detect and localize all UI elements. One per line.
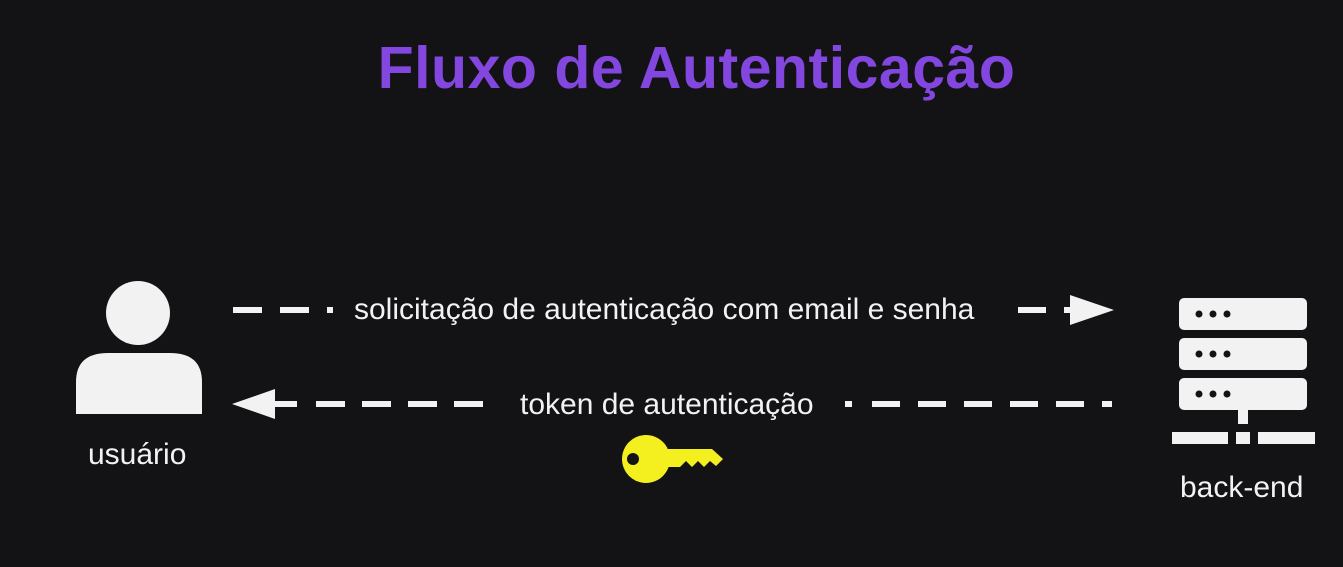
user-icon (76, 281, 202, 414)
response-arrowhead (232, 389, 275, 419)
response-label: token de autenticação (520, 388, 814, 421)
server-icon (1172, 298, 1315, 444)
server-label: back-end (1180, 471, 1304, 504)
request-arrowhead (1070, 295, 1114, 325)
key-icon (622, 435, 723, 483)
diagram-title: Fluxo de Autenticação (377, 35, 1016, 101)
request-label: solicitação de autenticação com email e … (354, 293, 975, 326)
user-label: usuário (88, 438, 187, 471)
